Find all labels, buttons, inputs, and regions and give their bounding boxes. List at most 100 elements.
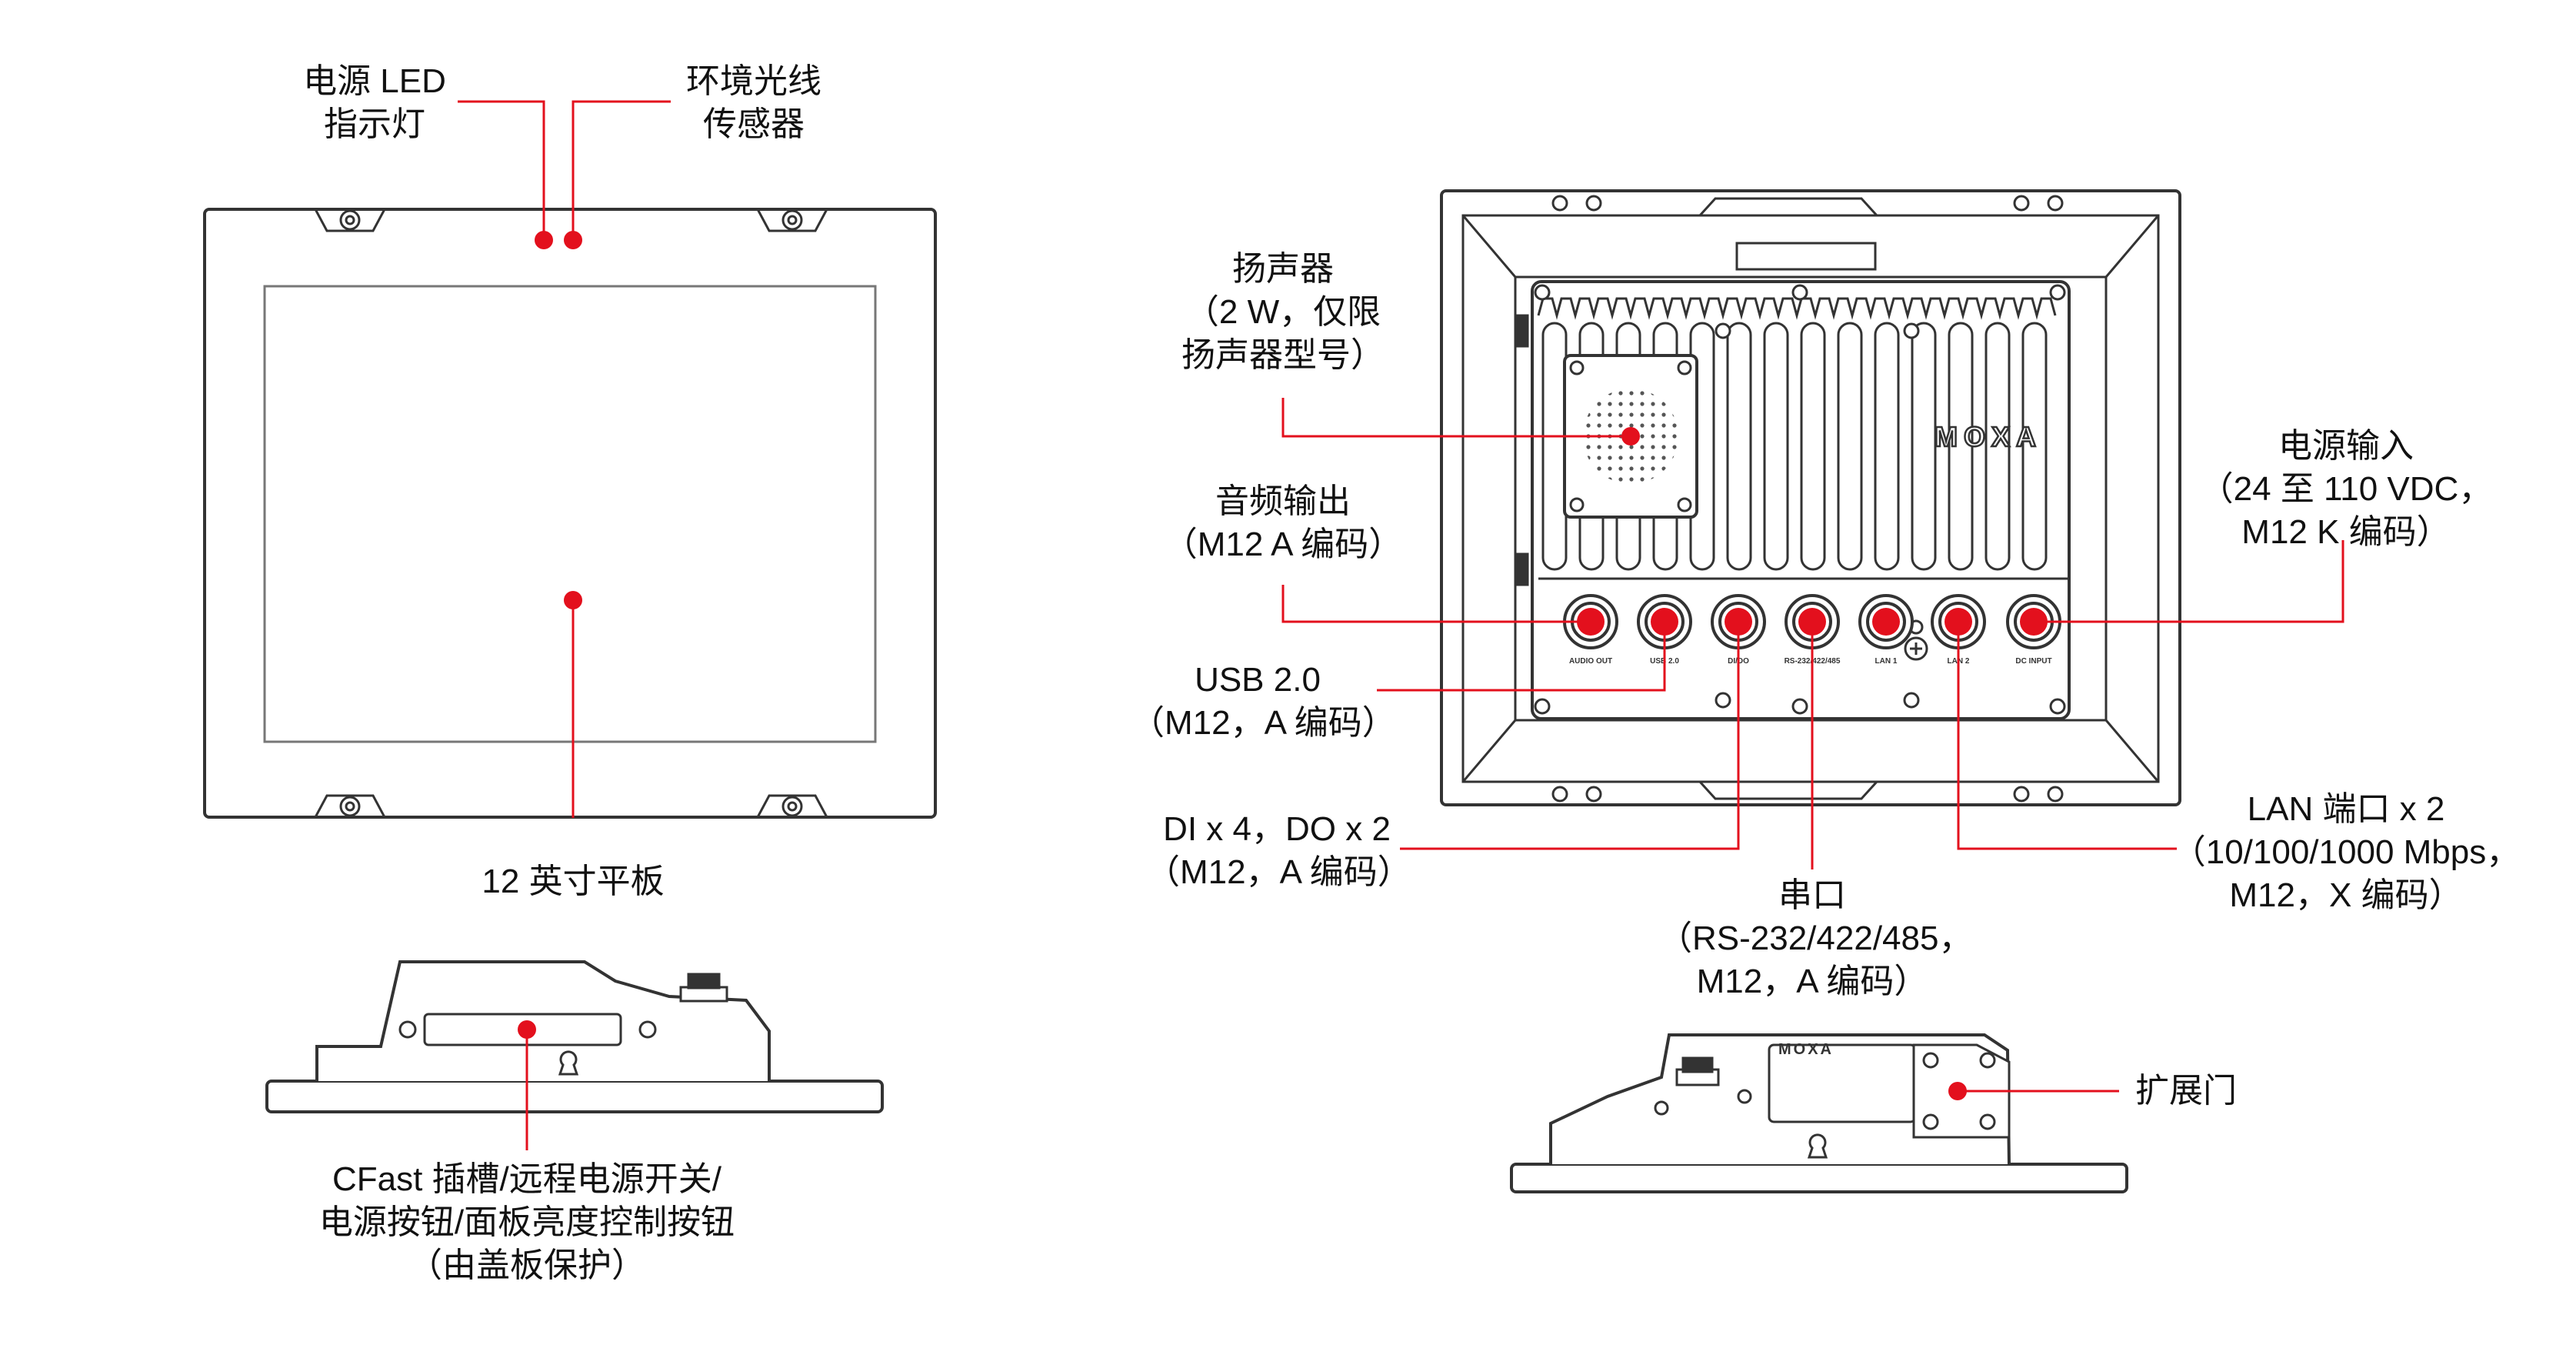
side-bezel-right [1510,1163,2128,1193]
label-line: （M12，A 编码） [1131,704,1396,742]
heatsink-fin [1800,322,1826,571]
rear-label-plate [1735,242,1877,271]
rear-top-tab [1698,197,1878,217]
label-serial: 串口 （RS-232/422/485， M12，A 编码） [1658,874,1973,1003]
housing-screw [1791,284,1808,301]
label-line: （M12 A 编码） [1163,526,1403,563]
side-screws-right [1654,1052,1996,1130]
rear-bevel [1461,215,2160,783]
marker-power-led [535,231,553,249]
marker-speaker [1621,427,1640,446]
label-cfast: CFast 插槽/远程电源开关/电源按钮/面板亮度控制按钮 （由盖板保护） [296,1158,758,1287]
label-panel-size: 12 英寸平板 [458,860,688,903]
label-line: 扬声器 [1232,250,1334,288]
label-line: 电源输入 [2278,427,2414,465]
label-line: 电源 LED [303,62,446,100]
rear-heatsink-housing [1531,280,2071,720]
marker-expansion-door [1948,1082,1967,1100]
housing-screw [2049,698,2066,715]
label-line: 电源按钮/面板亮度控制按钮 [318,1203,735,1241]
label-speaker: 扬声器（2 W，仅限扬声器型号） [1160,248,1406,377]
label-audio-out: 音频输出 （M12 A 编码） [1160,480,1406,566]
left-side-view [265,960,884,1113]
label-line: （由盖板保护） [408,1247,645,1284]
side-screws-left [398,1020,657,1039]
callout-markers [518,231,1967,1100]
marker-cfast [518,1020,536,1039]
label-expansion-door: 扩展门 [2124,1070,2248,1113]
label-line: 音频输出 [1215,482,1351,520]
marker-ambient [564,231,582,249]
callout-ambient [572,100,671,239]
cfast-cover-slot [423,1013,622,1046]
heatsink-fin [1726,322,1752,571]
label-line: 串口 [1778,876,1846,914]
front-bezel [203,208,937,819]
label-line: M12 K 编码） [2241,513,2451,551]
label-line: （10/100/1000 Mbps， [2171,833,2521,871]
heatsink-fin [1948,322,1974,571]
label-lan: LAN 端口 x 2（10/100/1000 Mbps，M12，X 编码） [2169,788,2523,917]
bezel-mount-bl [314,794,386,818]
callout-lan [1957,622,2177,850]
heatsink-fin [1911,322,1937,571]
callout-lines [458,100,2344,1150]
housing-screw [1534,284,1551,301]
port-label: LAN 1 [1875,657,1898,666]
bezel-mount-br [756,794,828,818]
rear-bottom-tab [1698,780,1878,800]
speaker-plate-screws [1569,360,1692,512]
heatsink-fin [1874,322,1900,571]
right-side-view [1510,1033,2128,1193]
housing-screw [2049,284,2066,301]
side-brand-logo: MOXA [1778,1041,1834,1058]
rear-brand-logo: MOXA [1934,421,2042,452]
side-connector-right [1675,1056,1720,1086]
callout-audio [1281,585,1591,623]
callout-power-led [458,100,545,239]
housing-screws [1534,284,2066,715]
label-usb: USB 2.0（M12，A 编码） [1131,659,1396,745]
rear-inner-frame [1461,214,2160,783]
heatsink-fin [1984,322,2011,571]
heatsink-fin [1541,322,1568,571]
keyhole-right [1807,1133,1828,1159]
label-line: 环境光线 [686,62,821,100]
label-line: DI x 4，DO x 2 [1163,810,1391,848]
heatsink-fin [1763,322,1789,571]
label-line: M12，A 编码） [1696,963,1928,1000]
housing-screw [1715,322,1731,339]
marker-panel [564,591,582,609]
housing-screw [1791,698,1808,715]
heatsink-top-teeth [1537,297,2057,320]
housing-screw [1903,322,1920,339]
port-label: AUDIO OUT [1569,657,1612,666]
heatsink-fin [2021,322,2048,571]
side-bezel-left [265,1080,884,1113]
rear-view [1440,189,2181,806]
label-power-input: 电源输入 （24 至 110 VDC， M12 K 编码） [2192,425,2500,554]
label-line: 传感器 [703,105,805,143]
port-label: DC INPUT [2015,657,2051,666]
heatsink-teeth-path [1537,297,2057,320]
label-line: （24 至 110 VDC， [2199,470,2493,508]
bezel-mount-tl [314,209,386,232]
keyhole-left [558,1050,579,1076]
label-ambient-sensor: 环境光线传感器 [677,60,831,146]
bezel-mount-tr [756,209,828,232]
label-line: 扬声器型号） [1181,336,1385,374]
label-line: 12 英寸平板 [482,863,665,900]
label-dio: DI x 4，DO x 2 （M12，A 编码） [1146,808,1411,894]
housing-screw [1903,692,1920,709]
label-line: （M12，A 编码） [1146,853,1411,891]
callout-power-input [2034,540,2344,623]
label-line: LAN 端口 x 2 [2247,790,2445,828]
label-line: （RS-232/422/485， [1658,919,1973,957]
side-body-left [315,960,771,1081]
label-line: CFast 插槽/远程电源开关/ [332,1160,722,1198]
side-brackets [1515,314,1529,586]
callout-dio [1400,622,1740,850]
callout-usb [1377,622,1666,692]
